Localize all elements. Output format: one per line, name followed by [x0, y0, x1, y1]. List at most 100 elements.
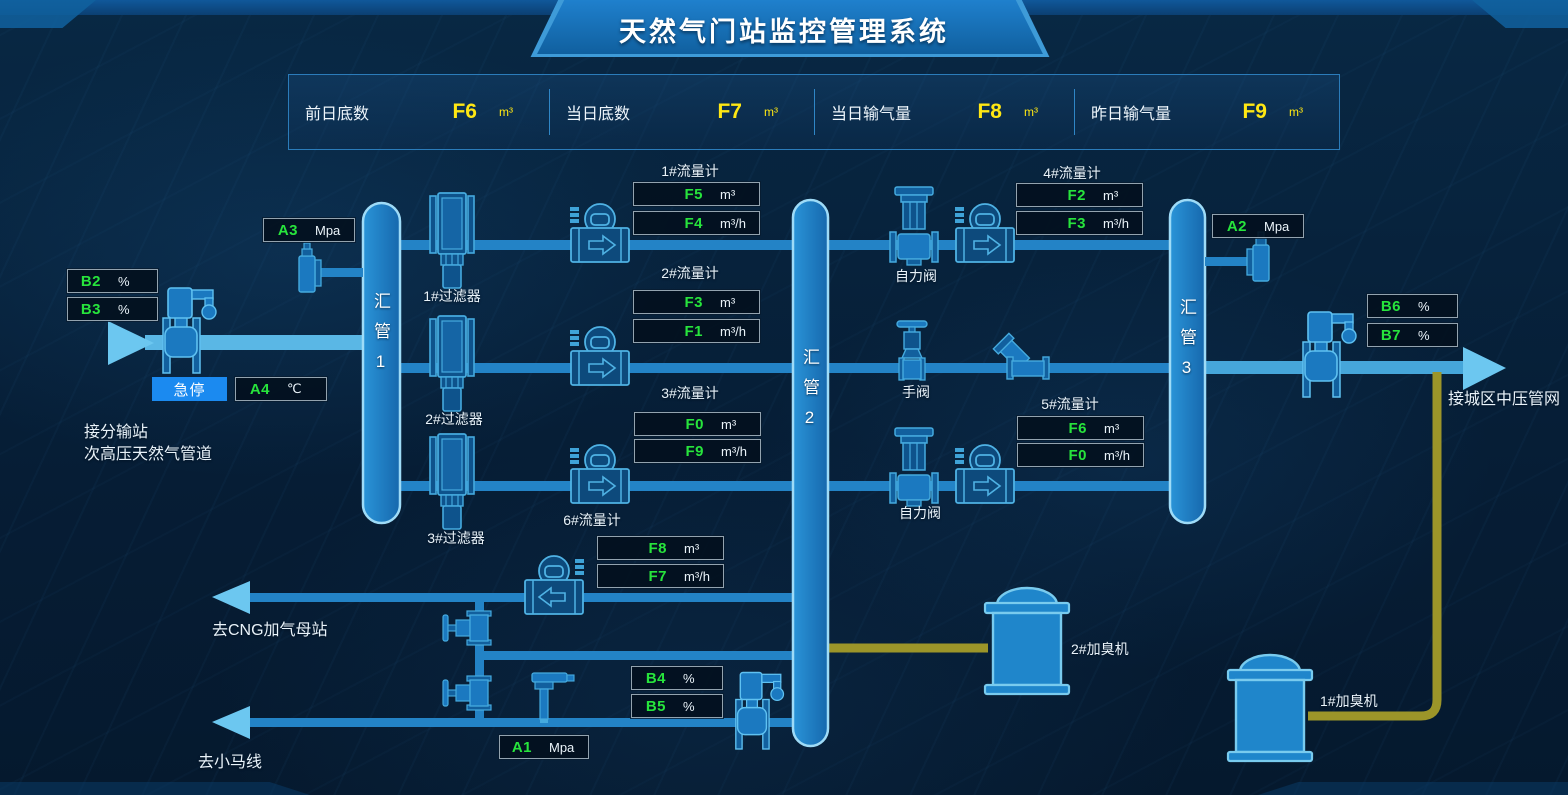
gauge-unit: m³/h: [720, 323, 746, 339]
stat-divider: [549, 89, 550, 135]
gauge-unit: m³/h: [1103, 215, 1129, 231]
odorizer-2-label: 2#加臭机: [1071, 641, 1129, 657]
stat-unit: m³: [499, 105, 513, 119]
gauge-b6: B6%: [1367, 294, 1458, 318]
gauge-unit: %: [1418, 298, 1430, 314]
to-xiaoma-label: 去小马线: [198, 754, 263, 771]
gauge-value: A1: [511, 738, 532, 756]
auto-valve-top-icon: [889, 186, 939, 266]
gauge-unit: Mpa: [549, 739, 575, 755]
flowmeter-3-icon: [569, 444, 630, 504]
stat-today-base: 当日底数 F7 m³: [550, 75, 814, 149]
pipe-vertical-connector: [475, 597, 484, 724]
manifold-1: [361, 201, 402, 525]
flowmeter-2-label: 2#流量计: [661, 265, 719, 281]
stat-today-flow: 当日输气量 F8 m³: [815, 75, 1074, 149]
pipe-xiaoma-line: [248, 718, 793, 727]
xiaoma-arrow-icon: [212, 706, 250, 739]
gauge-b2: B2%: [67, 269, 158, 293]
gauge-f3b: F3 m³/h: [1016, 211, 1143, 235]
filter-1-label: 1#过滤器: [423, 288, 481, 304]
pipe-odorizer1: [1308, 372, 1442, 721]
manifold-2: [791, 198, 830, 748]
outlet-control-valve-icon[interactable]: [1302, 311, 1357, 398]
gauge-unit: %: [118, 273, 130, 289]
filter-1-icon: [429, 192, 475, 289]
gauge-unit: m³: [1103, 187, 1119, 203]
to-cng-label: 去CNG加气母站: [212, 622, 328, 639]
manifold-1-label: 汇管1: [371, 292, 390, 384]
manifold-3-label: 汇管3: [1177, 298, 1196, 390]
pipe-middle-branch: [480, 651, 793, 660]
header-wing-left: [0, 0, 588, 15]
gauge-b7: B7%: [1367, 323, 1458, 347]
stat-unit: m³: [1289, 105, 1303, 119]
gauge-f0: F0 m³: [634, 412, 761, 436]
gauge-value: F3: [684, 293, 703, 311]
odorizer-2-tank: [983, 586, 1071, 696]
filter-2-icon: [429, 315, 475, 412]
gauge-b5: B5%: [631, 694, 723, 718]
flowmeter-6-label: 6#流量计: [563, 512, 621, 528]
gauge-unit: %: [1418, 327, 1430, 343]
filter-2-label: 2#过滤器: [425, 411, 483, 427]
gauge-value: F1: [684, 322, 703, 340]
stat-unit: m³: [1024, 105, 1038, 119]
stat-value: F6: [452, 100, 477, 123]
stat-divider: [814, 89, 815, 135]
header-wing-right: [980, 0, 1568, 15]
gauge-value: F3: [1067, 214, 1086, 232]
stat-label: 当日输气量: [831, 106, 912, 123]
pressure-sensor-a2-icon: [1204, 231, 1270, 282]
branch-valve-bottom-icon: [442, 675, 492, 711]
gauge-value: F0: [1068, 446, 1087, 464]
gauge-value: B3: [80, 300, 101, 318]
stat-value: F8: [977, 100, 1002, 123]
inlet-control-valve-icon[interactable]: [162, 287, 217, 374]
stat-value: F7: [717, 100, 742, 123]
stat-prev-day-base: 前日底数 F6 m³: [289, 75, 549, 149]
filter-3-label: 3#过滤器: [427, 530, 485, 546]
gauge-value: F4: [684, 214, 703, 232]
auto-valve-bottom-label: 自力阀: [899, 505, 941, 521]
gauge-unit: %: [118, 301, 130, 317]
gauge-unit: m³: [720, 186, 736, 202]
flowmeter-1-icon: [569, 203, 630, 263]
stat-unit: m³: [764, 105, 778, 119]
gauge-unit: %: [683, 698, 695, 714]
gauge-unit: m³: [721, 416, 737, 432]
auto-valve-bottom-icon: [889, 427, 939, 507]
flowmeter-5-label: 5#流量计: [1041, 396, 1099, 412]
gauge-b4: B4%: [631, 666, 723, 690]
flowmeter-3-label: 3#流量计: [661, 385, 719, 401]
outlet-arrow-icon: [1463, 347, 1506, 390]
gauge-unit: ℃: [287, 381, 302, 396]
auto-valve-top-label: 自力阀: [895, 268, 937, 284]
emergency-stop-button[interactable]: 急停: [152, 377, 227, 401]
gauge-unit: m³: [684, 540, 700, 556]
gauge-value: F7: [648, 567, 667, 585]
pipe-cng-line: [248, 593, 793, 602]
stat-label: 前日底数: [305, 106, 370, 123]
inlet-label-line2: 次高压天然气管道: [84, 446, 213, 463]
footer-deco-right: [1258, 782, 1568, 795]
inlet-arrow-icon: [108, 321, 154, 365]
gauge-value: B5: [645, 697, 666, 715]
branch-valve-top-icon: [442, 610, 492, 646]
manifold-2-label: 汇管2: [800, 348, 819, 440]
gauge-value: F0: [685, 415, 704, 433]
flowmeter-2-icon: [569, 326, 630, 386]
odorizer-1-tank: [1226, 653, 1314, 763]
gauge-value: A2: [1226, 217, 1247, 235]
flowmeter-4-icon: [954, 203, 1015, 263]
inlet-label-line1: 接分输站: [84, 424, 149, 441]
xiaoma-control-valve-icon[interactable]: [735, 671, 785, 750]
